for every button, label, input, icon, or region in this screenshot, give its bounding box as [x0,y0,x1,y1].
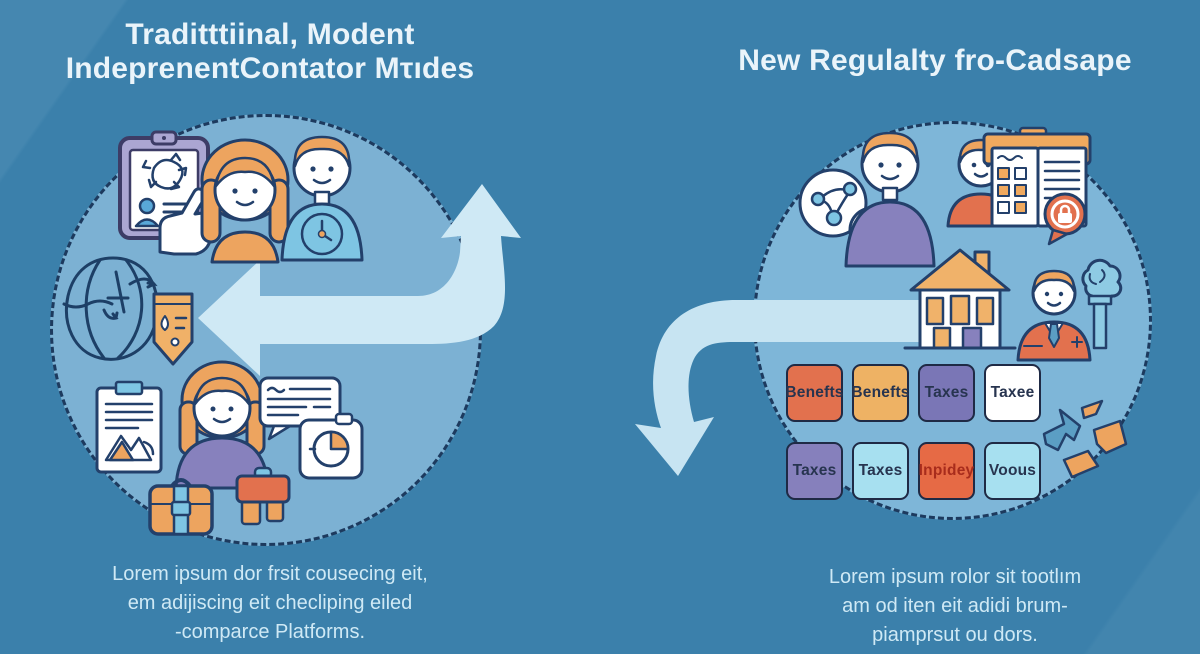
tile-voous: Voous [984,442,1041,500]
pie-chart-card-icon [298,412,364,480]
left-caption-line2: em adijiscing eit checliping eiled [127,592,413,614]
torn-paper-pieces-icon [1042,399,1128,479]
left-title-line2: IndeprenentContator Mτıdes [65,52,475,85]
woman-contractor-icon [200,138,290,264]
tile-taxes-1: Taxes [918,364,975,422]
tile-taxes-3: Taxes [852,442,909,500]
open-folder-documents-icon [982,126,1092,228]
tile-benefits-2: Benefts [851,364,909,422]
label-tiles-grid: Benefts Benefts Taxes Taxee Taxes Taxes … [785,364,1041,500]
right-title-line1: New Regulalty fro-Cadsape [738,44,1132,77]
lock-speech-bubble-icon [1043,192,1087,246]
tile-taxee: Taxee [984,364,1041,422]
left-title: Traditttiinal, Modent IndeprenentContato… [30,18,510,86]
right-caption: Lorem ipsum rolor sit tootlım am od iten… [765,563,1145,650]
businessman-tie-icon [1016,269,1092,362]
right-caption-line3: piamprsut ou dors. [872,624,1038,646]
share-network-icon [798,168,868,238]
tile-taxes-2: Taxes [786,442,843,500]
right-title: New Regulalty fro-Cadsape [700,44,1170,78]
man-clock-shirt-icon [280,135,364,262]
left-caption: Lorem ipsum dor frsit cousecing eit, em … [55,560,485,647]
tree-icon [1081,258,1123,350]
badge-ribbon-icon [152,292,194,366]
globe-sketch-icon [62,256,159,361]
left-caption-line3: -comparce Platforms. [174,621,366,643]
right-caption-line1: Lorem ipsum rolor sit tootlım [828,566,1082,588]
right-caption-line2: am od iten eit adidi brum- [842,595,1068,617]
briefcase-red-icon [235,466,291,526]
house-icon [903,248,1017,350]
tile-inpidey: Inpidey [918,442,975,500]
tile-benefits-1: Benefts [785,364,843,422]
man-purple-shirt-icon [844,131,936,268]
left-caption-line1: Lorem ipsum dor frsit cousecing eit, [112,563,428,585]
briefcase-orange-icon [148,478,214,536]
left-title-line1: Traditttiinal, Modent [125,18,415,51]
document-mountains-icon [95,380,163,474]
